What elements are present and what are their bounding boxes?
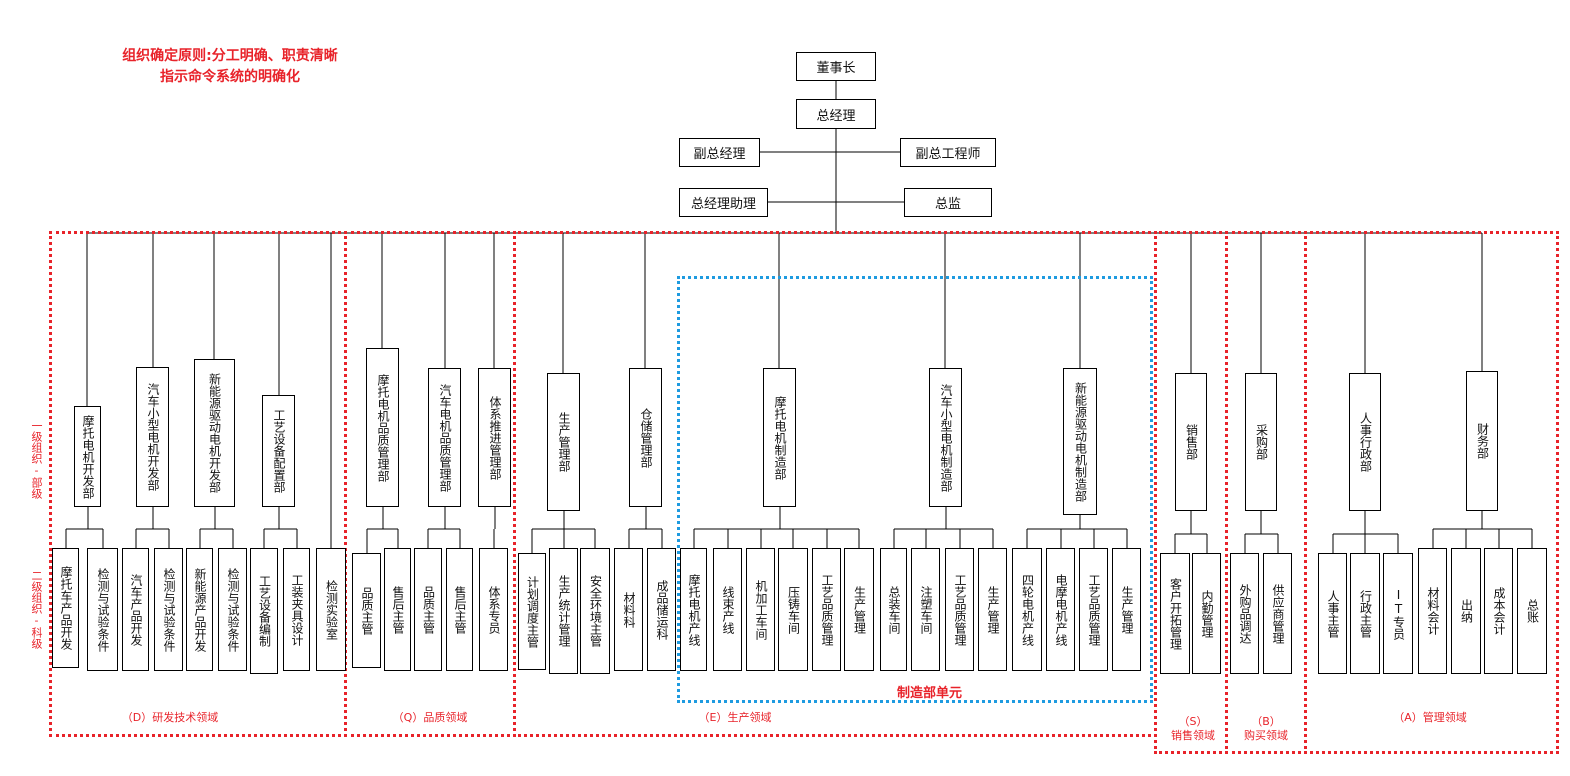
dept-box: 销售部 [1175, 373, 1207, 511]
section-box: 工艺品质管理 [945, 548, 974, 671]
section-box: 供应商管理 [1263, 553, 1292, 674]
manufacturing-unit-label: 制造部单元 [897, 686, 963, 701]
region-label-purchasing: 购买领域 [1244, 729, 1288, 742]
dept-box: 工艺设备配置部 [262, 395, 295, 507]
section-box: 工艺品质管理 [1079, 548, 1108, 671]
region-label-purchasing-code: （B） [1251, 715, 1281, 728]
section-box: 客户开拓管理 [1160, 553, 1190, 674]
section-box: 新能源产品开发 [186, 548, 213, 671]
section-box: 压铸车间 [778, 548, 808, 671]
dept-box: 财务部 [1466, 371, 1498, 511]
principle-text: 组织确定原则:分工明确、职责清晰 指示命令系统的明确化 [80, 46, 380, 88]
region-label-sales-code: （S） [1178, 715, 1208, 728]
section-box: 品质主管 [352, 553, 381, 668]
section-box: 总装车间 [880, 548, 907, 671]
section-box: 检测实验室 [316, 548, 346, 671]
section-box: 计划调度主管 [518, 553, 546, 670]
section-box: 检测与试验条件 [87, 548, 118, 671]
section-box: 成品储运科 [647, 548, 676, 671]
chairman-box: 董事长 [796, 52, 876, 81]
section-box: 四轮电机产线 [1012, 548, 1042, 671]
section-box: 内勤管理 [1192, 553, 1221, 674]
region-label-management: （A）管理领域 [1393, 711, 1467, 724]
section-box: 注塑车间 [911, 548, 940, 671]
dept-box: 采购部 [1245, 373, 1277, 511]
dept-box: 新能源驱动电机开发部 [194, 359, 235, 507]
section-box: 总账 [1517, 548, 1547, 674]
region-label-rd: （D）研发技术领域 [121, 711, 219, 724]
region-label-sales: 销售领域 [1171, 729, 1215, 742]
dept-box: 汽车电机品质管理部 [428, 368, 461, 507]
dept-box: 摩托电机品质管理部 [366, 348, 399, 507]
section-box: 生产管理 [1112, 548, 1141, 671]
dept-box: 摩托电机制造部 [763, 368, 796, 507]
section-box: 安全环境主管 [580, 548, 610, 674]
section-box: 工艺品质管理 [812, 548, 841, 671]
section-box: 行政主管 [1350, 553, 1380, 674]
section-box: 成本会计 [1484, 548, 1513, 674]
section-box: 售后主管 [384, 548, 411, 671]
section-box: 体系专员 [479, 548, 508, 671]
section-box: 线束产线 [713, 548, 742, 671]
section-box: 检测与试验条件 [218, 548, 247, 671]
section-box: 材料科 [614, 548, 643, 671]
section-box: 生产统计管理 [549, 548, 578, 674]
deputy-chief-engineer-box: 副总工程师 [900, 138, 996, 167]
section-box: 电摩电机产线 [1046, 548, 1075, 671]
section-box: 工装夹具设计 [283, 548, 310, 671]
section-box: 人事主管 [1318, 553, 1347, 674]
principle-line-2: 指示命令系统的明确化 [160, 69, 300, 85]
region-manufacturing-unit [677, 276, 1153, 703]
section-box: 材料会计 [1418, 548, 1447, 674]
section-box: 机加工车间 [746, 548, 775, 671]
dept-box: 体系推进管理部 [478, 368, 511, 507]
deputy-gm-box: 副总经理 [679, 138, 760, 167]
section-box: 汽车产品开发 [122, 548, 149, 671]
region-label-production: （E）生产领域 [698, 711, 772, 724]
dept-box: 仓储管理部 [629, 368, 662, 507]
region-management [1304, 231, 1559, 754]
dept-box: 生产管理部 [547, 373, 580, 511]
section-box: IT专员 [1383, 553, 1413, 674]
dept-box: 新能源驱动电机制造部 [1063, 368, 1097, 515]
gm-assistant-box: 总经理助理 [679, 188, 768, 217]
section-box: 出纳 [1451, 548, 1481, 674]
section-box: 摩托电机产线 [680, 548, 707, 671]
dept-box: 汽车小型电机制造部 [929, 368, 962, 507]
level2-side-label: 二级组织-科级 [30, 570, 43, 649]
section-box: 检测与试验条件 [154, 548, 183, 671]
dept-box: 汽车小型电机开发部 [136, 367, 169, 507]
section-box: 品质主管 [414, 548, 442, 671]
director-box: 总监 [904, 188, 992, 217]
principle-line-1: 组织确定原则:分工明确、职责清晰 [122, 48, 338, 64]
region-label-quality: （Q）品质领域 [392, 711, 468, 724]
section-connector-lines [65, 507, 1533, 553]
dept-box: 人事行政部 [1349, 373, 1381, 511]
section-box: 售后主管 [446, 548, 473, 671]
section-box: 摩托车产品开发 [52, 548, 79, 668]
section-box: 工艺设备编制 [250, 548, 278, 674]
section-box: 生产管理 [978, 548, 1007, 671]
section-box: 外购品调达 [1230, 553, 1259, 674]
level1-side-label: 一级组织-部级 [30, 420, 43, 499]
dept-box: 摩托电机开发部 [74, 406, 101, 507]
general-manager-box: 总经理 [796, 99, 876, 129]
section-box: 生产管理 [844, 548, 874, 671]
